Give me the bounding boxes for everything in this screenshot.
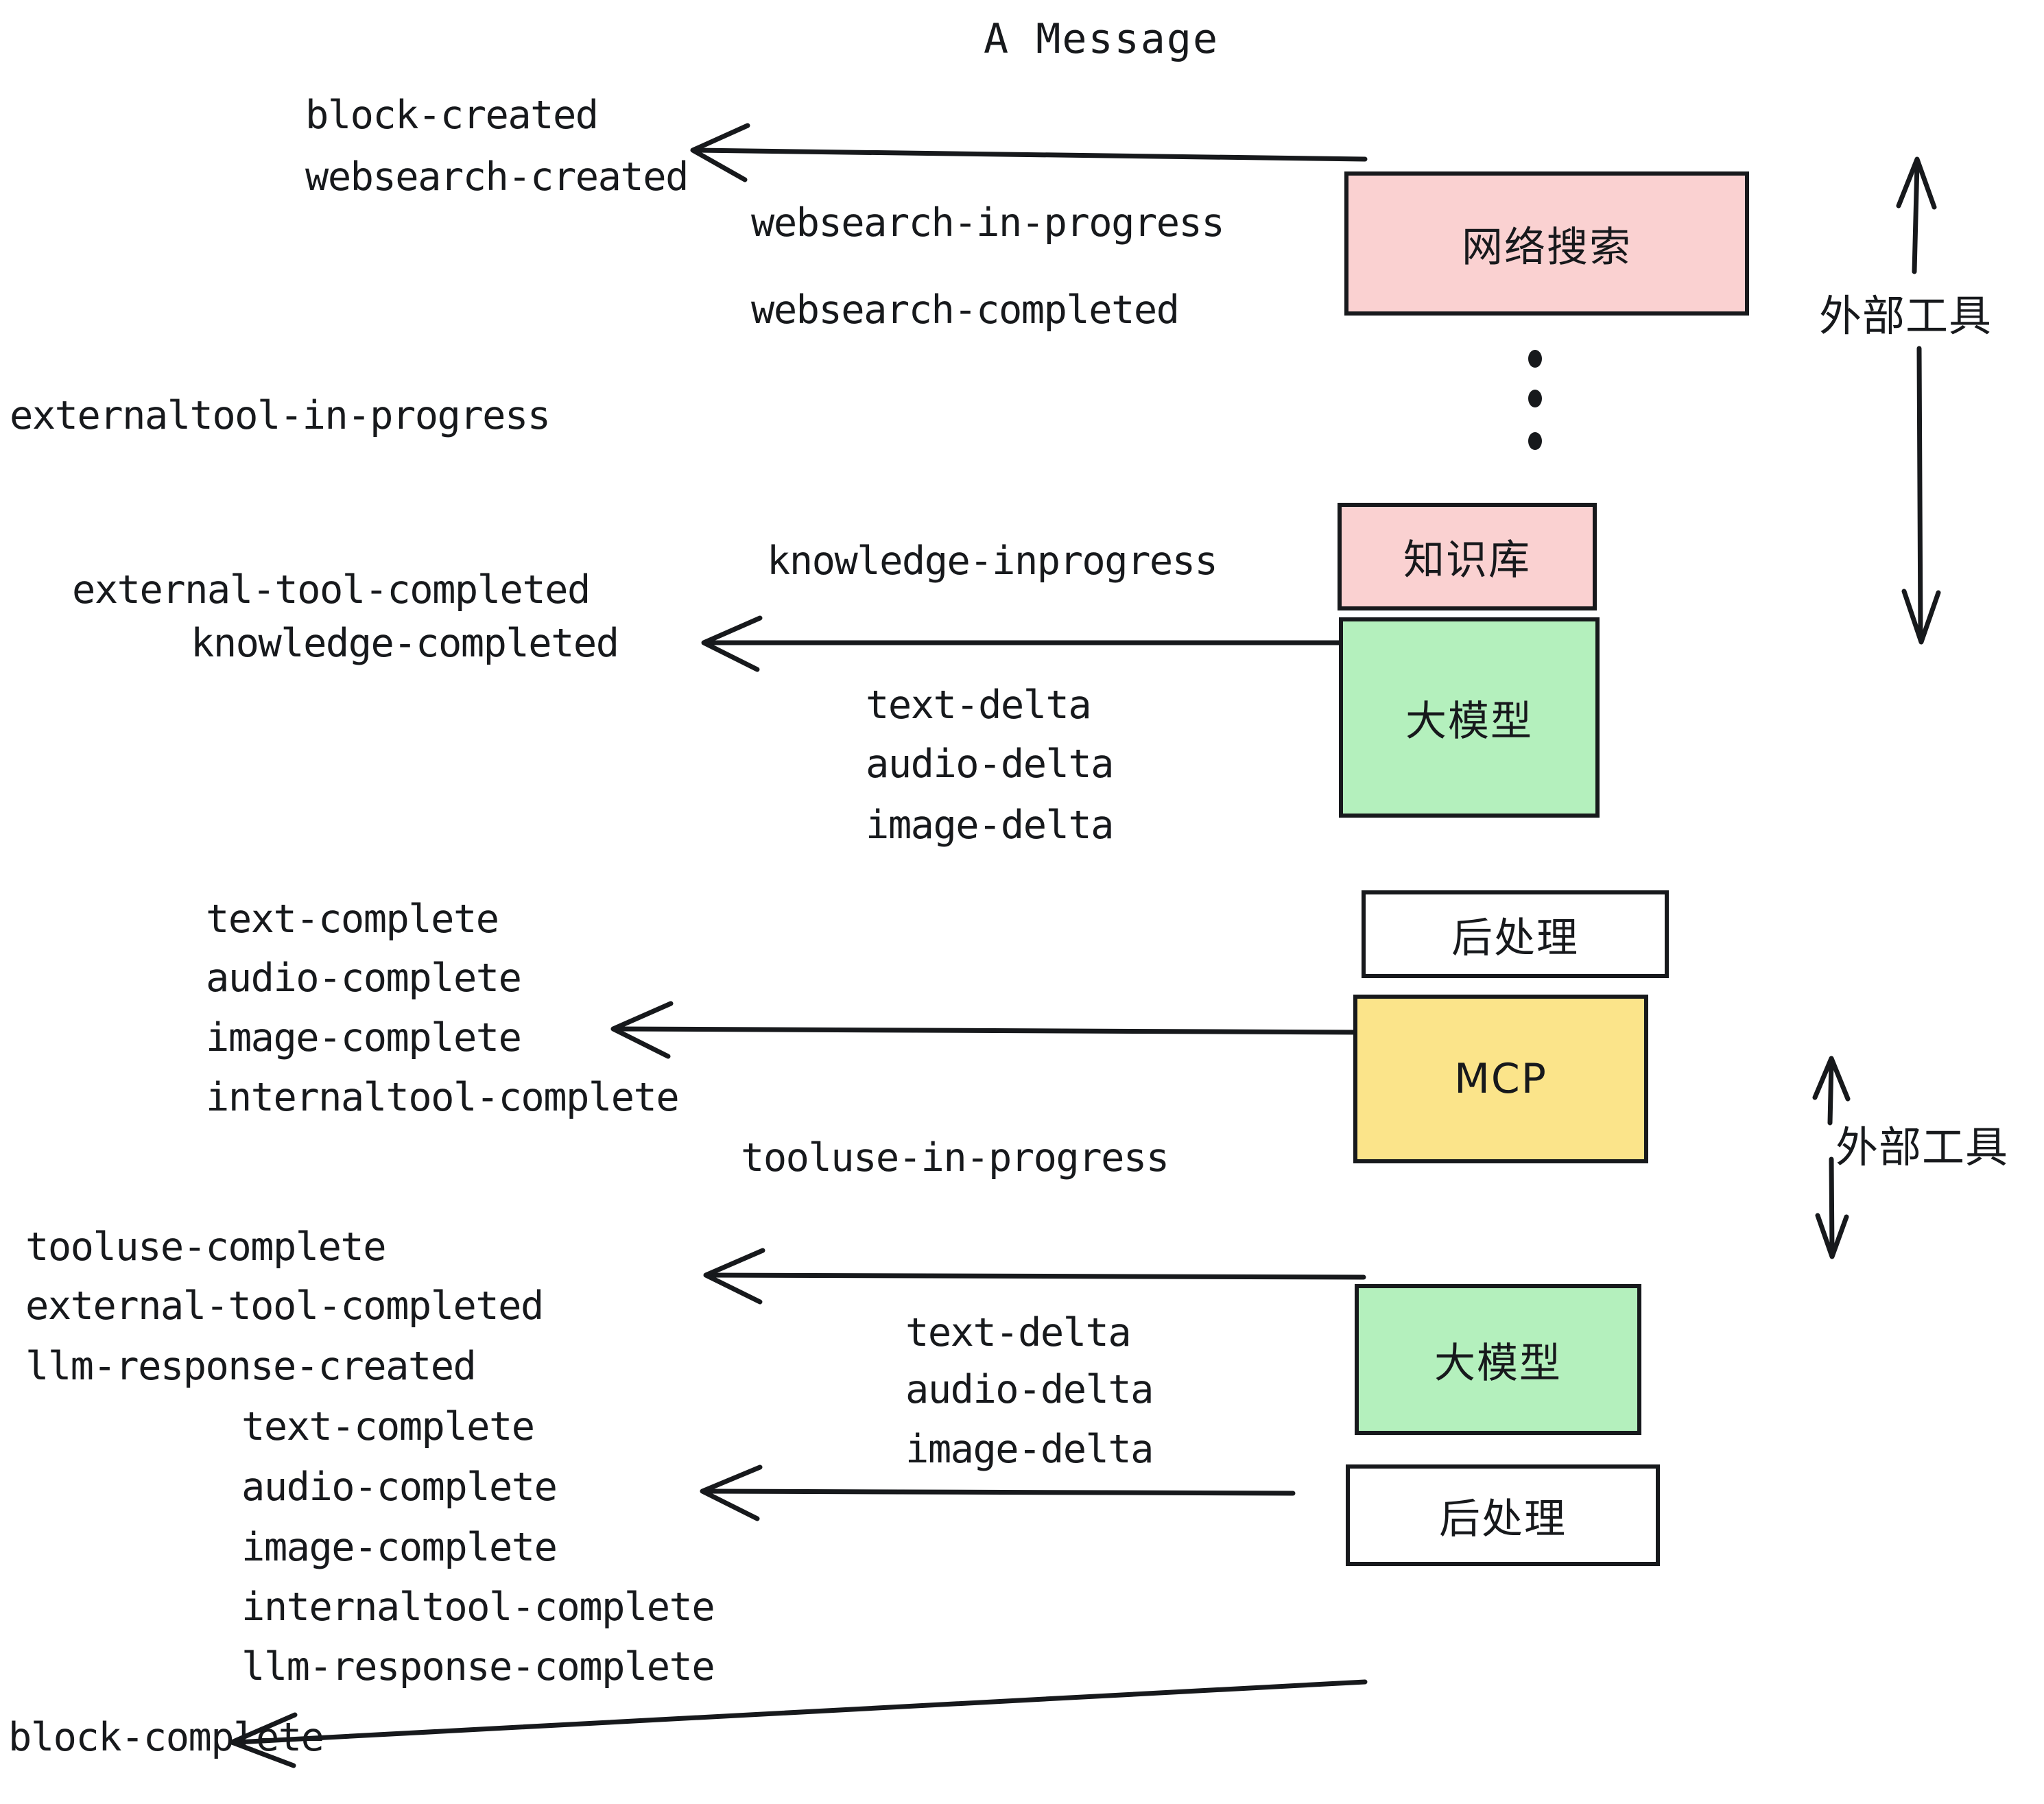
event-image-delta-1: image-delta <box>866 803 1115 848</box>
event-knowledge-inprogress: knowledge-inprogress <box>767 538 1218 584</box>
node-llm-1-label: 大模型 <box>1405 697 1533 746</box>
event-websearch-in-progress: websearch-in-progress <box>751 200 1225 246</box>
event-websearch-completed: websearch-completed <box>751 287 1180 333</box>
event-audio-complete-2: audio-complete <box>241 1464 558 1510</box>
event-audio-delta-2: audio-delta <box>905 1367 1154 1412</box>
ellipsis-dot <box>1528 350 1542 368</box>
page-title: A Message <box>984 15 1220 63</box>
event-block-complete: block-complete <box>8 1715 324 1760</box>
event-external-tool-completed-2: external-tool-completed <box>25 1283 544 1329</box>
event-tooluse-complete: tooluse-complete <box>25 1224 387 1270</box>
event-audio-complete-1: audio-complete <box>206 956 522 1001</box>
event-text-complete-1: text-complete <box>206 897 499 942</box>
event-llm-response-complete: llm-response-complete <box>241 1644 715 1689</box>
node-mcp[interactable]: MCP <box>1353 995 1648 1163</box>
node-knowledge-label: 知识库 <box>1403 536 1531 584</box>
node-postprocess-2-label: 后处理 <box>1439 1495 1567 1543</box>
node-websearch-label: 网络搜索 <box>1462 223 1632 272</box>
node-mcp-label: MCP <box>1454 1055 1547 1103</box>
node-llm-1[interactable]: 大模型 <box>1339 617 1600 818</box>
event-llm-response-created: llm-response-created <box>25 1344 477 1389</box>
node-postprocess-1-label: 后处理 <box>1451 914 1579 962</box>
group-label-external-tools-top: 外部工具 <box>1819 291 1993 341</box>
event-internaltool-complete-1: internaltool-complete <box>206 1075 680 1120</box>
event-internaltool-complete-2: internaltool-complete <box>241 1585 715 1630</box>
event-knowledge-completed: knowledge-completed <box>191 621 619 666</box>
event-block-created: block-created <box>305 93 599 138</box>
node-postprocess-1[interactable]: 后处理 <box>1362 890 1669 978</box>
event-tooluse-in-progress: tooluse-in-progress <box>741 1135 1169 1180</box>
group-label-external-tools-bottom: 外部工具 <box>1835 1122 2009 1172</box>
ellipsis-dot <box>1528 432 1542 450</box>
node-websearch[interactable]: 网络搜索 <box>1344 171 1749 316</box>
event-text-delta-2: text-delta <box>905 1310 1132 1355</box>
event-text-complete-2: text-complete <box>241 1404 535 1449</box>
event-websearch-created: websearch-created <box>305 154 689 200</box>
event-text-delta-1: text-delta <box>866 683 1092 728</box>
event-audio-delta-1: audio-delta <box>866 741 1115 787</box>
ellipsis-dot <box>1528 390 1542 407</box>
event-image-complete-2: image-complete <box>241 1525 558 1570</box>
event-image-delta-2: image-delta <box>905 1427 1154 1472</box>
node-llm-2[interactable]: 大模型 <box>1355 1284 1641 1435</box>
event-external-tool-completed-1: external-tool-completed <box>72 567 591 613</box>
node-llm-2-label: 大模型 <box>1434 1339 1562 1388</box>
event-externaltool-in-progress: externaltool-in-progress <box>10 393 551 438</box>
node-knowledge[interactable]: 知识库 <box>1338 503 1597 610</box>
node-postprocess-2[interactable]: 后处理 <box>1346 1464 1660 1566</box>
event-image-complete-1: image-complete <box>206 1015 522 1060</box>
